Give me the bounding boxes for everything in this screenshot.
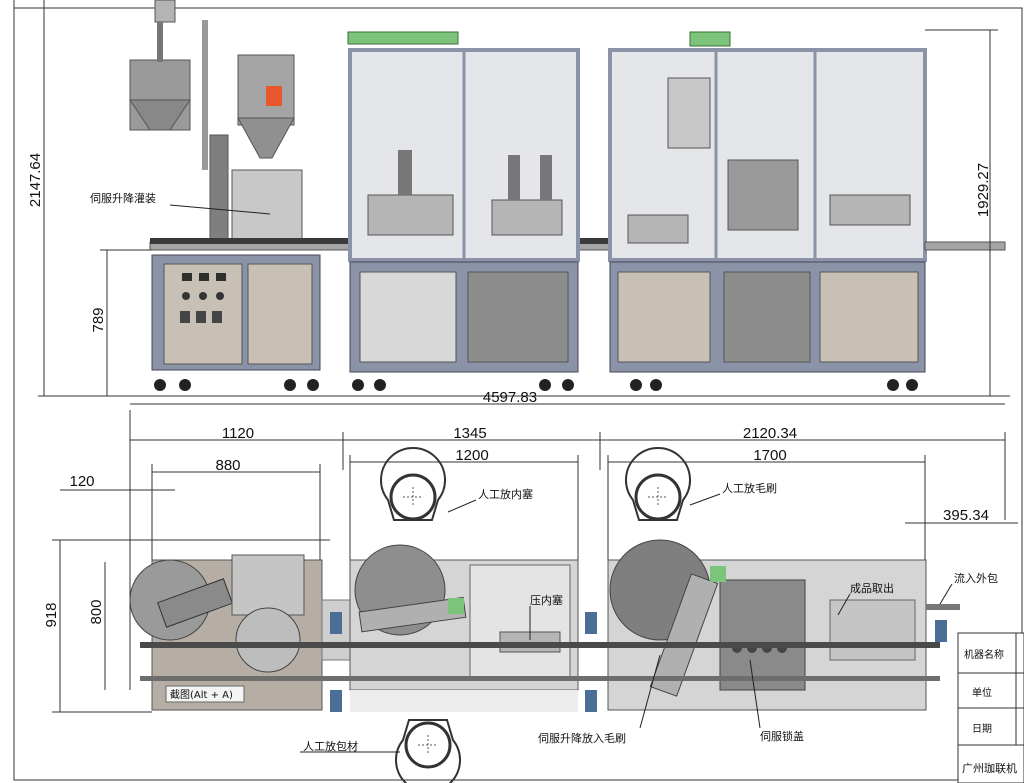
- label-manual-plug: 人工放内塞: [478, 487, 533, 501]
- svg-text:截图(Alt + A): 截图(Alt + A): [170, 688, 233, 701]
- dim-section2: 1345: [453, 425, 486, 442]
- label-press-plug: 压内塞: [530, 593, 563, 607]
- title-block: 机器名称 单位 日期 广州珈联机: [957, 632, 1024, 783]
- title-machine-name: 机器名称: [964, 648, 1004, 661]
- plan-view: [129, 539, 960, 712]
- label-servo-fill: 伺服升降灌装: [90, 191, 156, 205]
- plan-dimensions: 1120 1345 2120.34 880 120 1200 1700 395.…: [43, 410, 1018, 713]
- dim-offset-120: 120: [69, 473, 94, 490]
- dim-total-height: 2147.64: [27, 153, 44, 207]
- label-servo-brush: 伺服升降放入毛刷: [538, 731, 626, 745]
- label-servo-cap: 伺服锁盖: [760, 729, 804, 743]
- dim-outlet: 395.34: [943, 507, 989, 524]
- dim-section3-inner: 1700: [753, 447, 786, 464]
- dim-frame-height: 1929.27: [975, 163, 992, 217]
- control-panel-buttons: [180, 273, 226, 323]
- manual-pack-ring: [395, 719, 461, 783]
- dim-section1: 1120: [222, 425, 254, 442]
- label-manual-pack: 人工放包材: [303, 739, 358, 753]
- dim-plan-depth: 918: [43, 602, 60, 627]
- manual-brush-ring: [625, 447, 691, 521]
- dim-section1-inner: 880: [215, 457, 240, 474]
- label-product-out: 成品取出: [850, 581, 894, 595]
- title-unit: 单位: [972, 686, 992, 699]
- dim-bench-height: 789: [90, 307, 107, 332]
- elevation-view: [129, 0, 1006, 391]
- dim-total-length: 4597.83: [483, 389, 537, 406]
- label-manual-brush: 人工放毛刷: [722, 481, 777, 495]
- conveyor-rail-plan: [140, 642, 940, 648]
- manual-plug-ring: [380, 447, 446, 521]
- drawing-border: [13, 7, 1023, 781]
- title-date: 日期: [972, 723, 992, 735]
- dim-plan-inner: 800: [88, 599, 105, 624]
- dim-section2-inner: 1200: [455, 447, 488, 464]
- title-company: 广州珈联机: [962, 761, 1017, 775]
- label-to-pack: 流入外包: [954, 571, 998, 585]
- dim-section3: 2120.34: [743, 425, 797, 442]
- screenshot-tooltip: 截图(Alt + A): [165, 685, 245, 703]
- elevation-dimensions: 2147.64 789 1929.27 4597.83: [27, 0, 1010, 406]
